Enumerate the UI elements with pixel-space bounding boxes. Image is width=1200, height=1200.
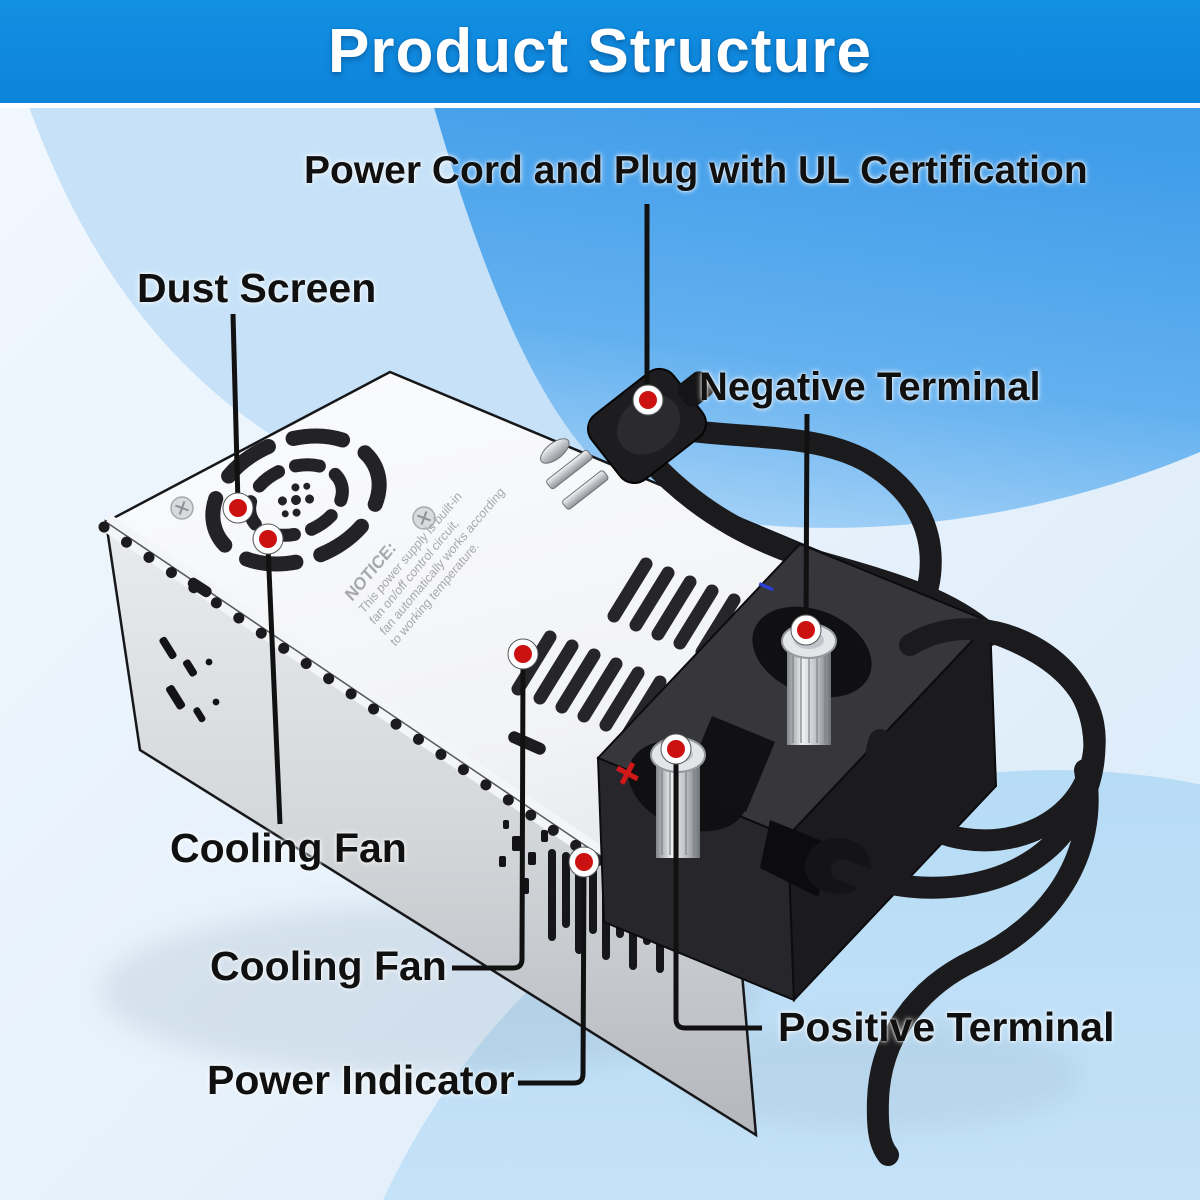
callout-dots — [222, 384, 822, 878]
page-title: Product Structure — [327, 17, 873, 86]
leader-dust-screen — [230, 313, 241, 505]
fan-grille-icon — [205, 428, 387, 572]
screw-icon — [170, 496, 436, 530]
power-cord-loops — [831, 618, 1106, 1166]
callout-dot — [507, 638, 539, 670]
top-vent-slats-lower — [511, 630, 667, 741]
negative-terminal-post — [781, 623, 837, 745]
label-cooling-fan-top: Cooling Fan — [170, 825, 407, 871]
label-power-indicator: Power Indicator — [207, 1057, 515, 1103]
label-cooling-fan-side: Cooling Fan — [210, 943, 447, 989]
leader-lines — [230, 204, 810, 1086]
leader-power-indicator — [518, 867, 587, 1086]
label-positive-terminal: Positive Terminal — [778, 1004, 1115, 1050]
label-negative-terminal: Negative Terminal — [699, 365, 1041, 409]
title-banner: Product Structure — [0, 0, 1200, 108]
leader-cooling-fan-side — [452, 660, 526, 971]
callout-dot — [632, 384, 664, 416]
callout-dot — [790, 614, 822, 646]
label-dust-screen: Dust Screen — [137, 265, 377, 311]
leader-positive-terminal — [673, 757, 762, 1031]
leader-cooling-fan-top — [265, 546, 283, 825]
saw-tooth-perforations — [98, 521, 744, 961]
callout-dot — [222, 492, 254, 524]
power-plug-icon — [540, 367, 715, 510]
ac-inlet-cutouts — [159, 636, 220, 723]
callout-dot — [252, 523, 284, 555]
label-power-cord: Power Cord and Plug with UL Certificatio… — [304, 149, 1088, 192]
callout-dot — [660, 733, 692, 765]
leader-negative-terminal — [803, 413, 810, 625]
callout-dot — [568, 846, 600, 878]
terminal-block: + − — [596, 542, 998, 1003]
